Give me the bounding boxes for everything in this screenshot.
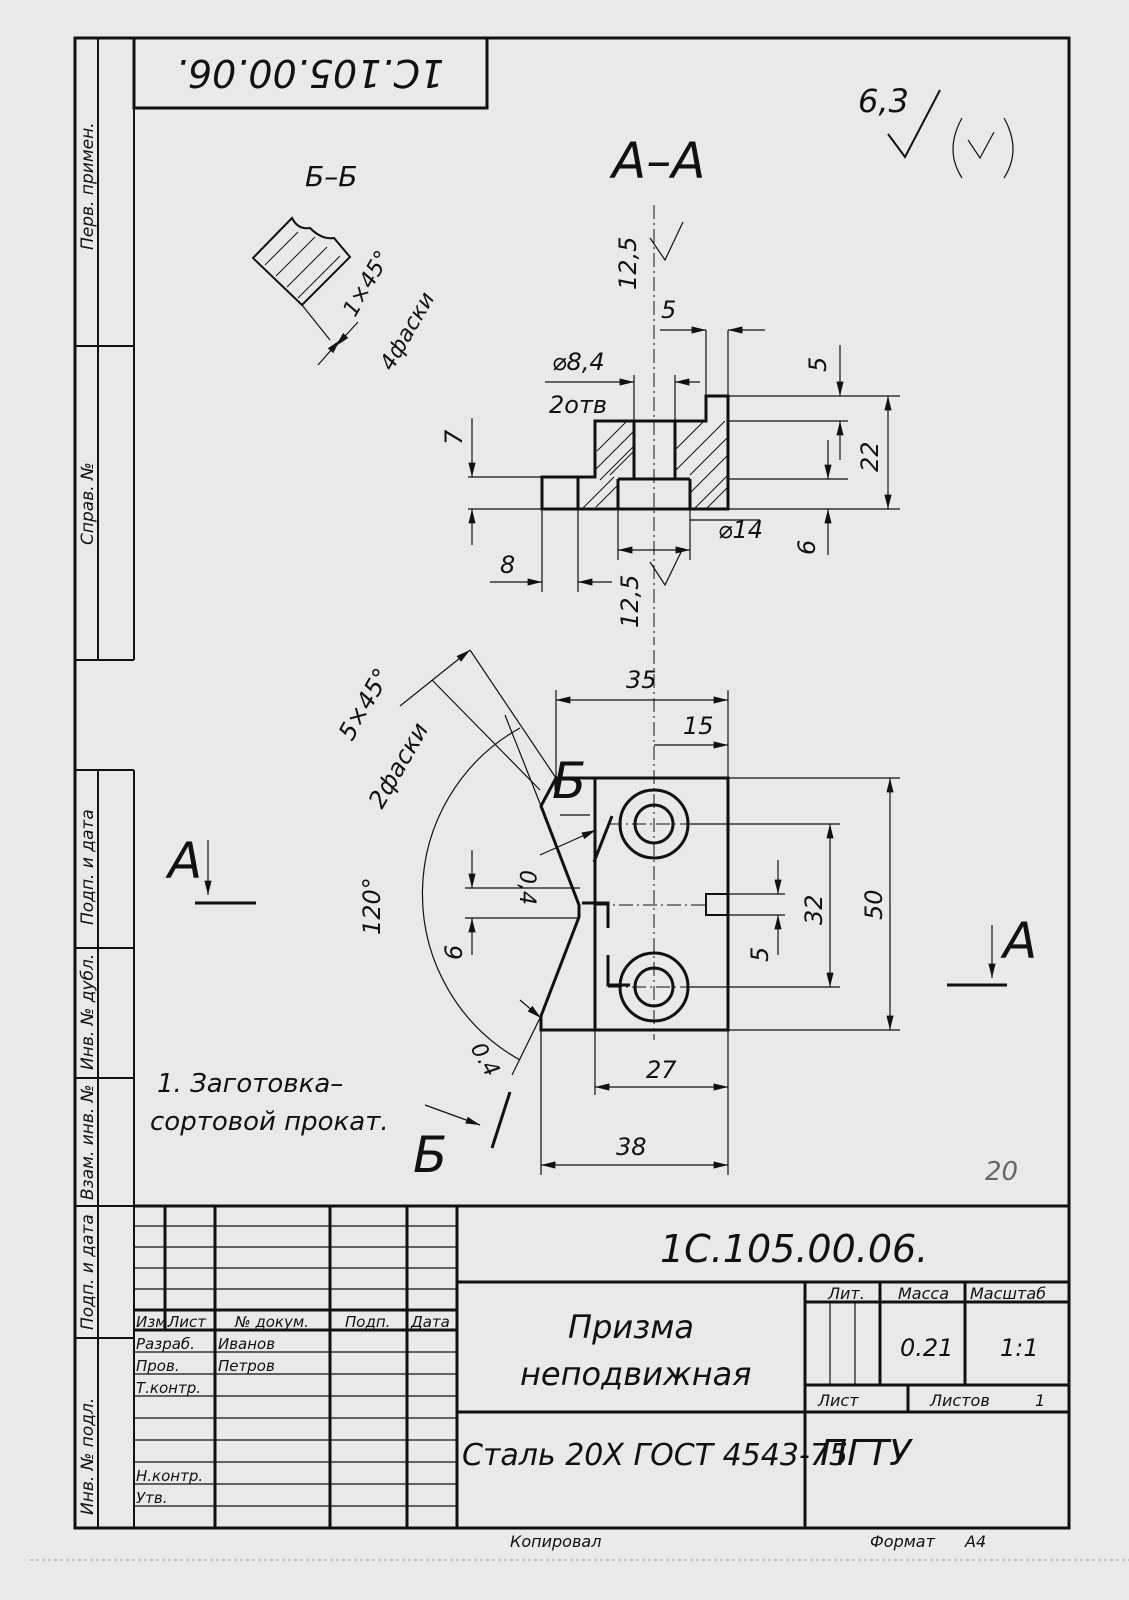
tb-role-nkontr: Н.контр. — [136, 1467, 203, 1485]
dim-27: 27 — [646, 1056, 677, 1084]
dim-35: 35 — [626, 666, 657, 694]
main-frame — [73, 36, 1071, 1530]
tb-sheets-label: Листов — [929, 1391, 990, 1410]
dim-5-mid: 5 — [746, 947, 774, 962]
note-line-1: 1. Заготовка– — [157, 1069, 343, 1099]
footer-copied: Копировал — [510, 1532, 601, 1551]
section-a-label: А–А — [609, 132, 705, 190]
label-vzam-inv: Взам. инв. № — [78, 1085, 98, 1200]
tb-role-razrab: Разраб. — [136, 1335, 195, 1353]
label-sprav-no: Справ. № — [78, 462, 98, 545]
handwritten-mark: 20 — [985, 1157, 1018, 1187]
main-view — [195, 649, 1007, 1175]
section-b-detail — [251, 216, 359, 366]
footer-format-label: Формат — [870, 1532, 936, 1551]
dim-6-left: 6 — [440, 945, 468, 960]
tb-header-list: Лист — [167, 1313, 207, 1331]
tb-header-data: Дата — [410, 1313, 450, 1331]
tb-header-izm: Изм. — [136, 1313, 171, 1331]
dim-50: 50 — [860, 889, 888, 920]
dim-8: 8 — [500, 551, 515, 579]
tb-material: Сталь 20Х ГОСТ 4543-75 — [462, 1438, 848, 1473]
tb-organization: ПГТУ — [820, 1433, 913, 1474]
footer-format-value: А4 — [964, 1532, 986, 1551]
note-line-2: сортовой прокат. — [150, 1107, 389, 1137]
section-a-view — [468, 205, 900, 645]
label-podp-data-1: Подп. и дата — [78, 809, 98, 925]
roughness-value: 6,3 — [858, 82, 909, 120]
tb-role-prov: Пров. — [136, 1357, 180, 1375]
tb-name-line2: неподвижная — [520, 1355, 752, 1393]
tb-lit-label: Лит. — [827, 1284, 865, 1303]
tb-name-line1: Призма — [568, 1308, 694, 1346]
dim-0-4-top: 0,4 — [514, 870, 539, 905]
dim-6-right: 6 — [793, 540, 821, 555]
label-inv-podl: Инв. № подл. — [78, 1398, 98, 1515]
dim-22: 22 — [856, 441, 884, 472]
tb-scale-label: Масштаб — [970, 1284, 1046, 1303]
label-inv-dubl: Инв. № дубл. — [78, 954, 98, 1070]
tb-role-utv: Утв. — [136, 1489, 168, 1507]
label-podp-data-2: Подп. и дата — [78, 1214, 98, 1330]
title-block — [134, 1204, 1069, 1528]
tb-mass-value: 0.21 — [900, 1334, 953, 1362]
tb-header-podp: Подп. — [345, 1313, 390, 1331]
roughness-symbol: 6,3 — [858, 82, 1014, 179]
dim-dia14: ⌀14 — [718, 516, 763, 544]
cut-b-bottom-label: Б — [413, 1126, 447, 1184]
tb-name-prov: Петров — [218, 1357, 275, 1375]
tb-mass-label: Масса — [898, 1284, 949, 1303]
code-mirrored: 1С.105.00.06. — [176, 51, 444, 95]
dim-38: 38 — [616, 1133, 647, 1161]
dim-5-top: 5 — [661, 296, 676, 324]
tb-sheets-value: 1 — [1035, 1391, 1045, 1410]
tb-role-tkontr: Т.контр. — [136, 1379, 201, 1397]
dim-2-holes: 2отв — [549, 391, 607, 419]
paper — [18, 8, 1114, 1528]
dim-r12-5-top: 12,5 — [614, 237, 642, 290]
label-perv-primen: Перв. примен. — [78, 122, 98, 250]
cut-b-top-label: Б — [552, 752, 586, 810]
dim-7: 7 — [440, 429, 468, 445]
tb-scale-value: 1:1 — [1000, 1334, 1039, 1362]
tb-sheet-label: Лист — [817, 1391, 859, 1410]
dim-15: 15 — [683, 712, 714, 740]
dim-5-right: 5 — [804, 357, 832, 372]
tb-header-doc: № докум. — [234, 1313, 309, 1331]
section-b-label: Б–Б — [305, 160, 357, 193]
cut-a-right-label: А — [1000, 912, 1037, 970]
tb-code: 1С.105.00.06. — [660, 1227, 928, 1271]
cut-a-left-label: А — [165, 832, 202, 890]
dim-dia8-4: ⌀8,4 — [552, 348, 605, 376]
tb-name-razrab: Иванов — [218, 1335, 275, 1353]
dim-32: 32 — [800, 894, 828, 925]
code-box-top — [132, 36, 489, 110]
dim-r12-5-bottom: 12,5 — [616, 575, 644, 628]
left-margin-strip — [75, 38, 135, 1528]
dim-120-deg: 120° — [358, 877, 386, 935]
